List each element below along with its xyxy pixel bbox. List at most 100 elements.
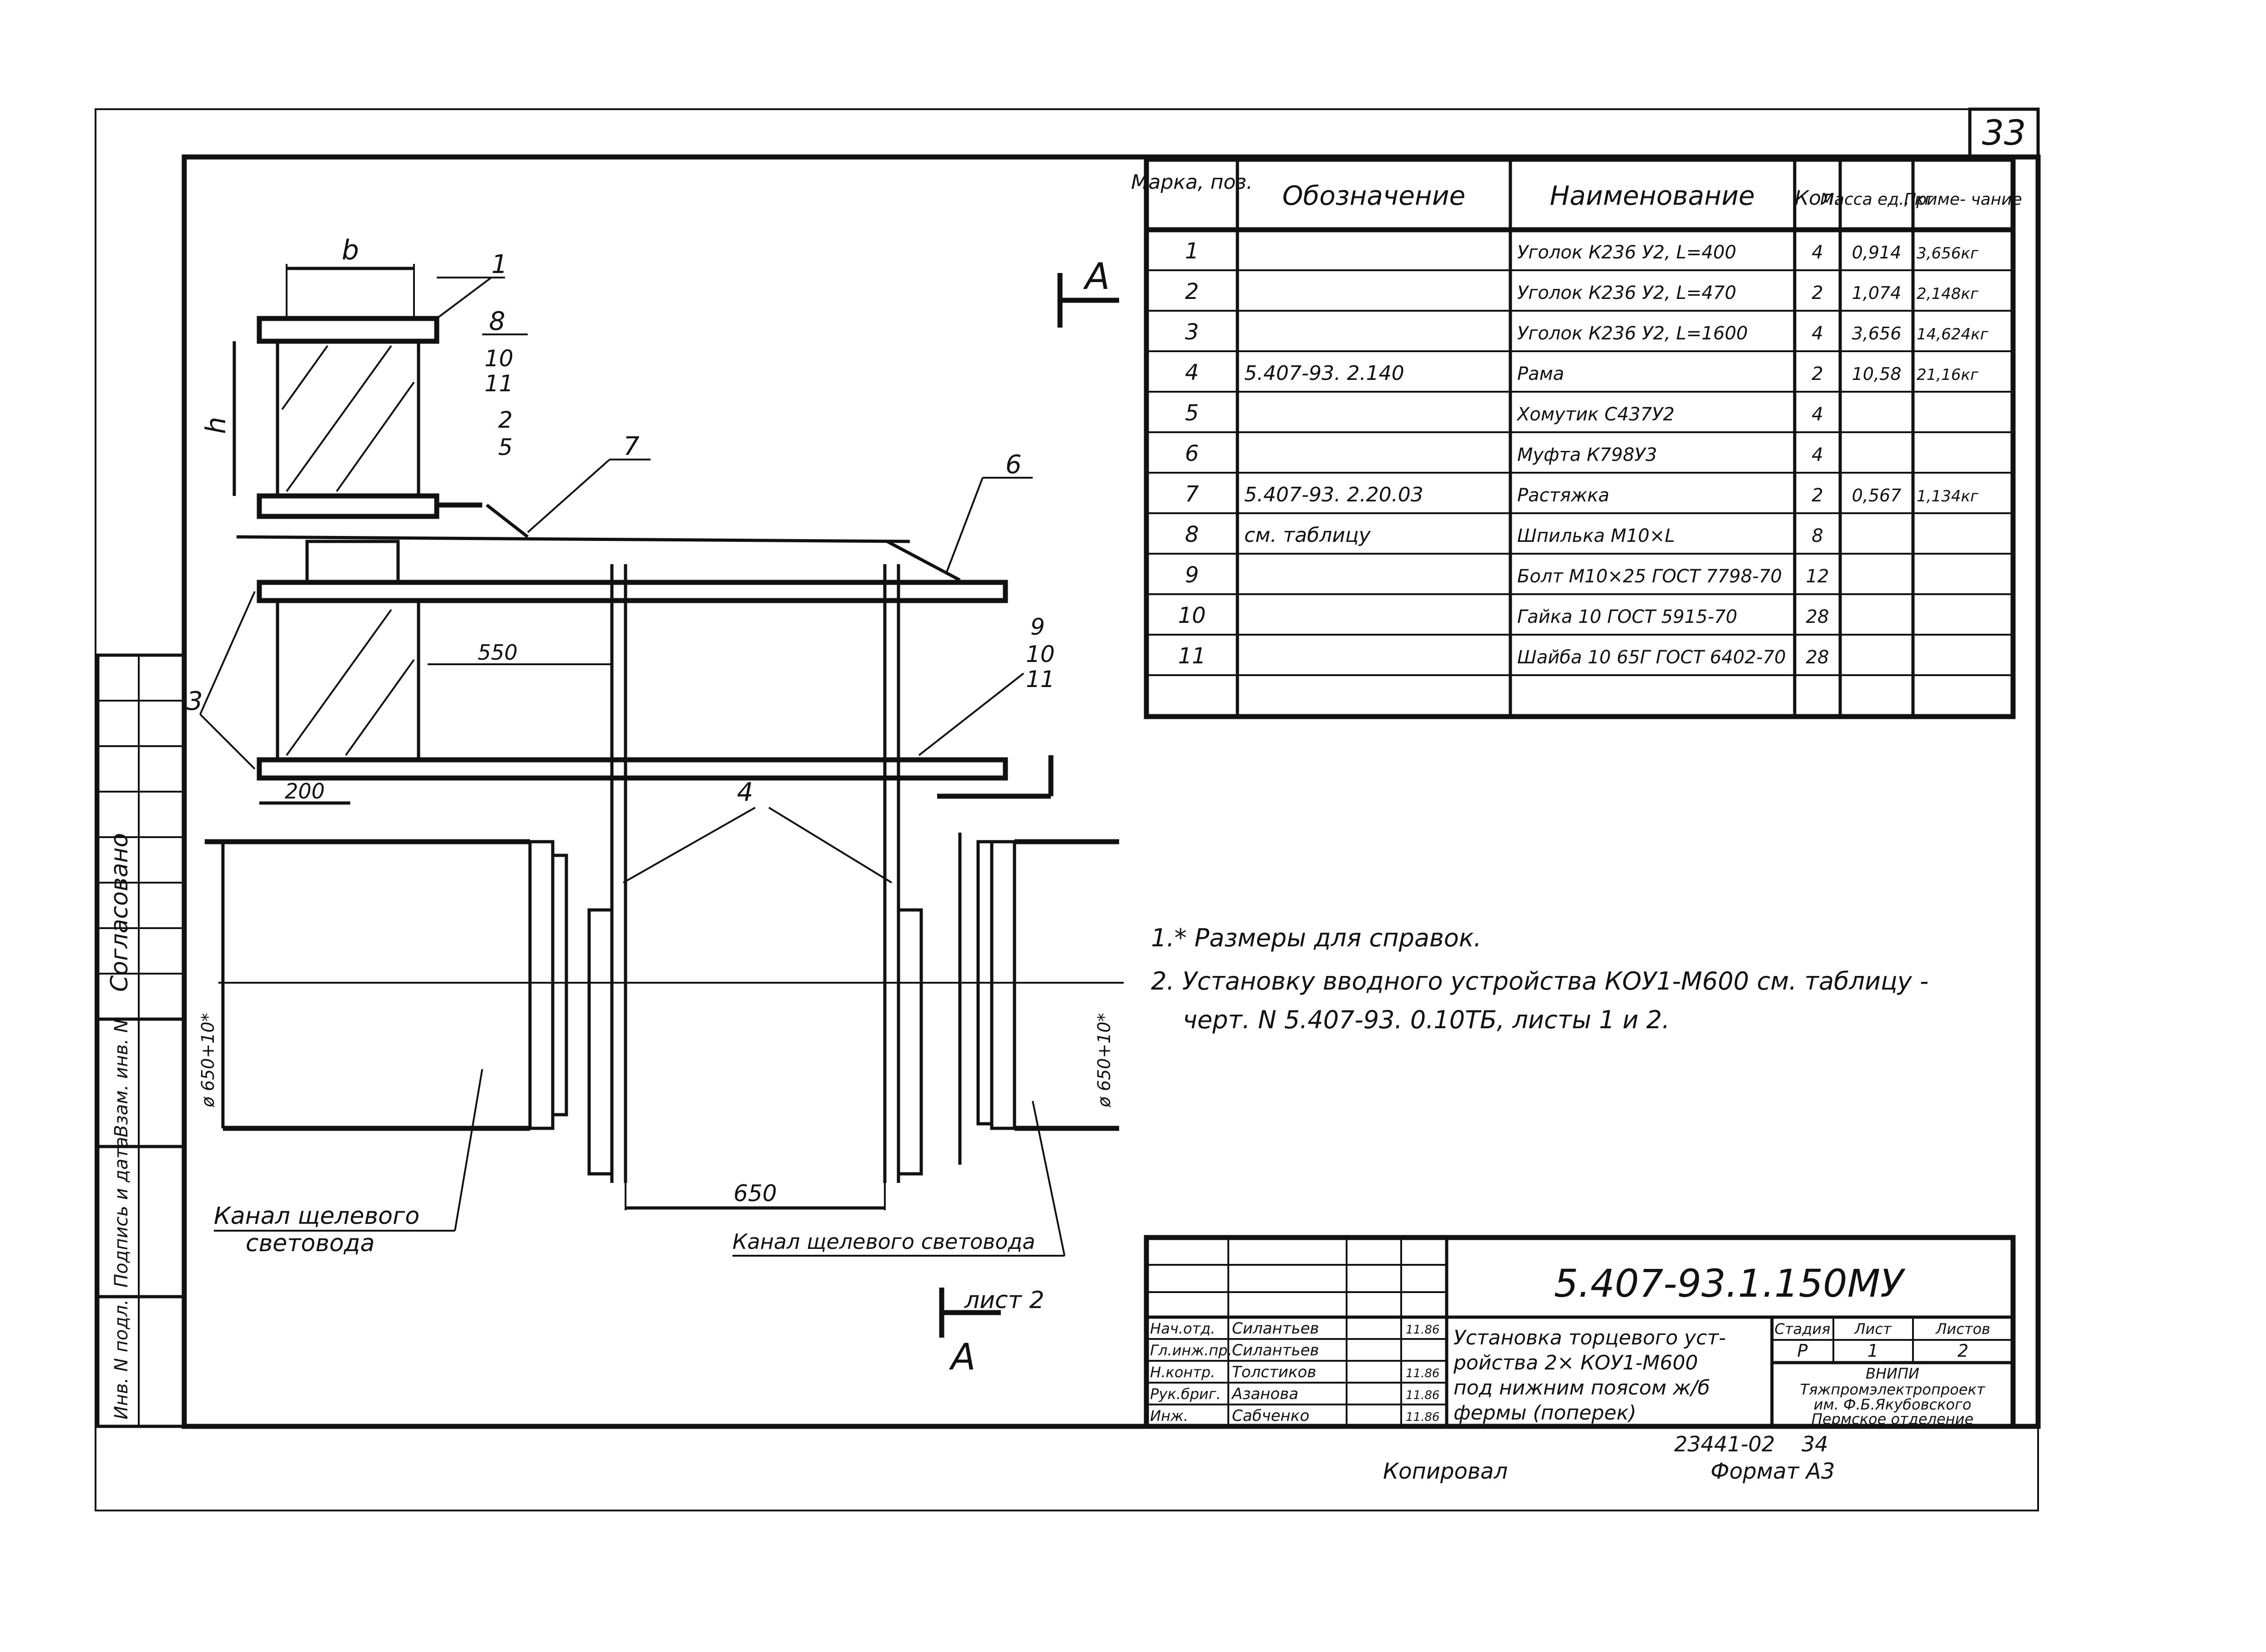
middle-band	[236, 504, 961, 584]
pos-label: 11	[484, 370, 514, 397]
table-cell: 2	[1812, 364, 1823, 384]
spec-header-note: Приме- чание	[1904, 190, 2022, 209]
org-line-2: Тяжпромэлектропроект	[1800, 1381, 1986, 1398]
order-number: 23441-02	[1674, 1432, 1775, 1456]
table-cell: 5	[1185, 400, 1199, 426]
inv-orig-label: Инв. N подл.	[111, 1299, 132, 1420]
stamp-role: Гл.инж.пр.	[1150, 1342, 1232, 1359]
title-block: 5.407-93.1.150МУ Установка торцевого уст…	[1144, 1235, 2016, 1429]
org-line-1: ВНИПИ	[1866, 1365, 1919, 1382]
table-cell: Гайка 10 ГОСТ 5915-70	[1517, 606, 1737, 627]
table-cell: 28	[1806, 606, 1829, 627]
sheets-value: 2	[1958, 1341, 1968, 1361]
section-letter-top: А	[1083, 255, 1110, 298]
dim-200: 200	[285, 779, 325, 803]
table-cell: 28	[1806, 647, 1829, 668]
section-ref: лист 2	[964, 1287, 1045, 1314]
stamp-name: Толстиков	[1232, 1363, 1316, 1381]
table-cell: 21,16кг	[1917, 366, 1979, 384]
table-cell: 5.407-93. 2.140	[1244, 362, 1404, 385]
side-stamp: Согласовано Взам. инв. N Подпись и дата …	[96, 653, 186, 1428]
table-cell: Уголок К236 У2, L=400	[1517, 242, 1736, 263]
note-1: 1.* Размеры для справок.	[1151, 924, 1482, 952]
pos-label: 10	[1026, 641, 1055, 667]
spec-header-mass: Масса ед., кг	[1820, 190, 1933, 209]
table-cell: 5.407-93. 2.20.03	[1244, 483, 1423, 506]
table-cell: 3,656	[1852, 323, 1902, 344]
stamp-date: 11.86	[1406, 1367, 1439, 1380]
table-cell: Муфта К798У3	[1517, 445, 1657, 465]
table-cell: 10,58	[1852, 364, 1902, 384]
table-cell: 14,624кг	[1917, 325, 1989, 344]
stamp-date: 11.86	[1406, 1410, 1439, 1424]
table-cell: 12	[1806, 566, 1829, 587]
stamp-role: Инж.	[1150, 1407, 1188, 1425]
sheets-header: Листов	[1935, 1320, 1990, 1338]
dim-550: 550	[478, 640, 518, 665]
table-cell: 3,656кг	[1917, 244, 1979, 263]
format-label: Формат А3	[1711, 1459, 1835, 1484]
dim-dia-left: ø 650+10*	[198, 1013, 218, 1107]
pos-label: 7	[623, 432, 640, 461]
table-cell: Уголок К236 У2, L=470	[1517, 283, 1736, 303]
stamp-name: Силантьев	[1232, 1341, 1319, 1359]
table-cell: 9	[1185, 562, 1199, 588]
section-letter-bottom: А	[949, 1336, 976, 1378]
table-cell: 0,914	[1852, 242, 1902, 263]
table-cell: 10	[1178, 603, 1206, 628]
org-line-4: Пермское отделение	[1812, 1410, 1973, 1428]
table-cell: 4	[1812, 242, 1823, 263]
spec-header-pos: Марка, поз.	[1131, 171, 1252, 194]
sheet-number: 33	[1982, 112, 2026, 153]
table-cell: 2	[1812, 485, 1823, 506]
table-cell: 7	[1185, 481, 1199, 507]
title-line-1: Установка торцевого уст-	[1453, 1326, 1726, 1349]
table-cell: Шайба 10 65Г ГОСТ 6402-70	[1517, 647, 1786, 668]
channel-label-left-1: Канал щелевого	[214, 1202, 419, 1230]
title-line-3: под нижним поясом ж/б	[1453, 1376, 1710, 1399]
table-cell: 2,148кг	[1917, 285, 1979, 303]
table-cell: 2	[1185, 279, 1199, 304]
bottom-captions: 23441-02 34 Копировал Формат А3	[1383, 1432, 1835, 1484]
table-cell: Растяжка	[1517, 485, 1610, 506]
stamp-name: Силантьев	[1232, 1319, 1319, 1338]
sign-date-label: Подпись и дата	[111, 1137, 132, 1288]
dim-dia-right: ø 650+10*	[1094, 1013, 1114, 1107]
channel-label-right: Канал щелевого световода	[732, 1229, 1035, 1254]
stamp-role: Н.контр.	[1150, 1364, 1215, 1381]
stamp-name: Сабченко	[1232, 1407, 1309, 1425]
table-cell: Рама	[1517, 364, 1564, 384]
stamp-role: Нач.отд.	[1150, 1320, 1215, 1337]
table-cell: 0,567	[1852, 485, 1902, 505]
stage-value: Р	[1797, 1341, 1808, 1361]
stamp-name: Азанова	[1231, 1385, 1298, 1403]
table-cell: 8	[1812, 525, 1823, 546]
stamp-date: 11.86	[1406, 1389, 1439, 1402]
note-2: 2. Установку вводного устройства КОУ1-М6…	[1151, 967, 1928, 995]
doc-code: 5.407-93.1.150МУ	[1554, 1261, 1906, 1306]
table-cell: 6	[1185, 441, 1199, 466]
pos-label: 3	[187, 687, 203, 716]
table-cell: 1	[1185, 238, 1199, 264]
pos-label: 6	[1005, 450, 1022, 480]
inv-repl-label: Взам. инв. N	[111, 1019, 132, 1137]
table-cell: 1,134кг	[1917, 487, 1979, 505]
dim-650: 650	[733, 1180, 777, 1207]
agreed-label: Согласовано	[106, 833, 133, 992]
sheet-header: Лист	[1854, 1320, 1892, 1338]
table-cell: 3	[1185, 319, 1199, 345]
sheet-value: 1	[1867, 1341, 1878, 1361]
table-cell: 4	[1812, 404, 1823, 425]
lower-frame: 550 200	[257, 564, 1054, 1183]
pos-label: 8	[489, 307, 505, 336]
section-mark-bottom: лист 2 А	[939, 1287, 1045, 1378]
plan-view: 650 ø 650+10* ø 650+10*	[198, 833, 1124, 1210]
dim-b: b	[342, 234, 359, 266]
table-cell: 4	[1812, 445, 1823, 465]
spec-header-designation: Обозначение	[1282, 180, 1465, 211]
table-cell: 11	[1178, 643, 1206, 669]
pos-label: 4	[737, 778, 753, 807]
title-line-4: фермы (поперек)	[1453, 1401, 1636, 1425]
stamp-date: 11.86	[1406, 1323, 1439, 1337]
